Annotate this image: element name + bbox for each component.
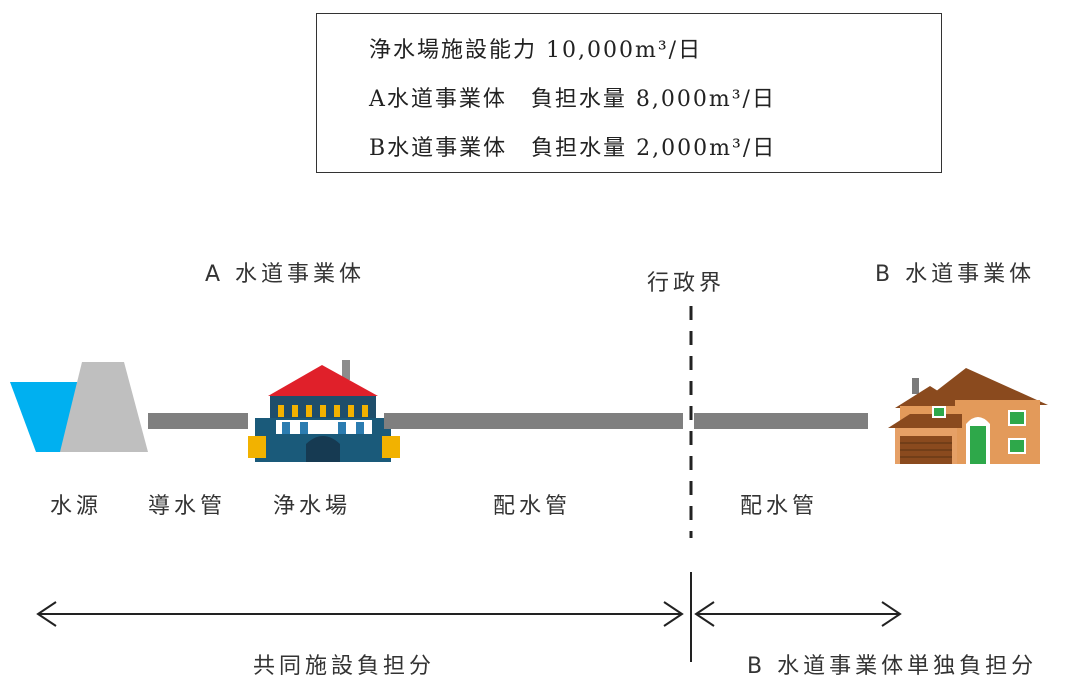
conveyance-pipe: [148, 413, 248, 429]
b-sole-cost-arrow: [694, 601, 902, 627]
b-sole-cost-label: B 水道事業体単独負担分: [747, 654, 1038, 679]
shared-cost-arrow: [36, 601, 684, 627]
utility-a-share-text: A水道事業体 負担水量 8,000m³/日: [369, 87, 776, 112]
utility-b-label: B 水道事業体: [875, 262, 1036, 287]
treatment-plant-label: 浄水場: [273, 494, 352, 519]
shared-cost-label: 共同施設負担分: [253, 654, 436, 679]
dam-icon: [10, 362, 148, 452]
water-source-label: 水源: [50, 494, 103, 519]
utility-b-share-text: B水道事業体 負担水量 2,000m³/日: [369, 136, 777, 161]
administrative-boundary-label: 行政界: [647, 271, 726, 296]
utility-a-label: A 水道事業体: [205, 262, 366, 287]
distribution-pipe-b: [694, 413, 868, 429]
distribution-pipe-a: [384, 413, 683, 429]
water-treatment-plant-icon: [248, 360, 400, 462]
conveyance-pipe-label: 導水管: [148, 494, 227, 519]
plant-capacity-text: 浄水場施設能力 10,000m³/日: [369, 38, 703, 63]
distribution-pipe-b-label: 配水管: [740, 494, 819, 519]
capacity-info-box: 浄水場施設能力 10,000m³/日 A水道事業体 負担水量 8,000m³/日…: [316, 13, 942, 173]
house-icon: [888, 368, 1048, 464]
distribution-pipe-a-label: 配水管: [493, 494, 572, 519]
